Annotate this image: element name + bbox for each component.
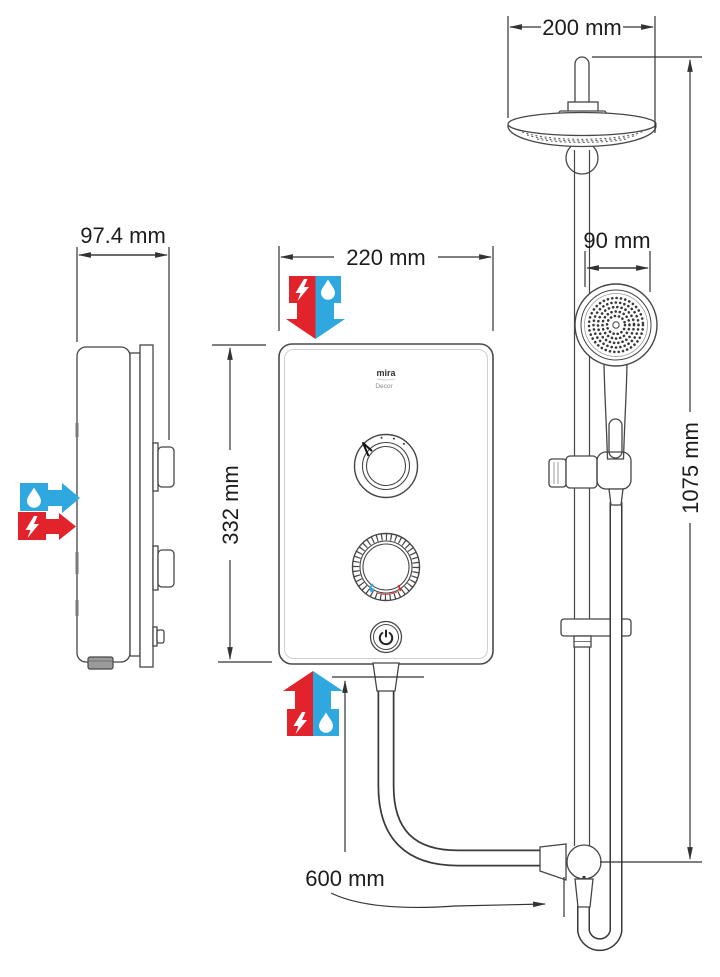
outlet-hose-inner: [379, 663, 545, 865]
logo-script: [376, 378, 396, 381]
electric-arrow-down: [286, 276, 316, 339]
handle-hose-connector: [608, 488, 624, 506]
dial-dot: [380, 436, 383, 439]
temp-tick-ring: [352, 533, 420, 601]
panel-clip: [75, 423, 79, 437]
side-view: [75, 344, 175, 670]
hose-fitting: [539, 843, 567, 881]
flow-knob: [353, 433, 419, 499]
electric-arrow-right: [18, 512, 76, 540]
unit-body: [278, 343, 494, 665]
elbow-connector: [574, 878, 594, 908]
unit-width-label: 220 mm: [346, 245, 425, 270]
model-text: Decor: [375, 383, 393, 390]
dim-overhead-width: 200 mm: [507, 15, 656, 133]
handset-width-label: 90 mm: [583, 228, 650, 253]
dial-dot: [392, 437, 395, 440]
side-front-panel: [76, 346, 131, 663]
power-button: [369, 620, 403, 654]
temp-scale-arc: [376, 591, 398, 595]
side-power-button: [156, 629, 165, 644]
unit-depth-label: 97.4 mm: [80, 223, 166, 248]
spray-dot-rings: [587, 296, 645, 354]
side-flow-knob-base: [152, 442, 159, 492]
dim-hose-length: 600 mm: [305, 676, 565, 917]
side-temp-knob-base: [152, 545, 159, 591]
overhead-width-label: 200 mm: [542, 15, 621, 40]
handset: [548, 283, 658, 506]
panel-clip: [75, 552, 79, 574]
riser-assembly: [372, 56, 658, 952]
side-temp-knob: [157, 549, 175, 588]
side-flow-knob: [157, 446, 175, 488]
supply-inlet-side-icon: [18, 483, 80, 540]
hose-length-label: 600 mm: [305, 866, 384, 891]
side-backplate: [139, 344, 154, 668]
unit-height-label: 332 mm: [218, 465, 243, 544]
side-outlet-fitting: [87, 656, 114, 670]
dim-rail-height: 1075 mm: [592, 56, 703, 863]
handset-hose-inner: [578, 502, 621, 950]
head-center-cap: [612, 321, 620, 329]
overhead-shower-head: [507, 111, 657, 137]
water-arrow-up: [313, 671, 343, 736]
cold-marker: [369, 583, 375, 593]
dim-unit-height: 332 mm: [212, 344, 272, 663]
dim-unit-width: 220 mm: [278, 245, 494, 331]
handset-head: [574, 283, 658, 367]
outlet-hose: [377, 663, 545, 867]
dim-handset-width: 90 mm: [583, 228, 651, 292]
hot-marker: [397, 584, 402, 592]
brand-text: mira: [376, 368, 396, 378]
panel-clip: [75, 600, 79, 616]
power-icon: [378, 629, 394, 646]
dial-dot: [402, 442, 405, 445]
front-view: mira Decor: [278, 343, 494, 665]
supply-inlet-bottom-icon: [283, 671, 343, 736]
handle-grip-window: [608, 418, 623, 459]
spray-nozzles: [517, 129, 647, 140]
elbow-ball-joint: [566, 844, 602, 880]
dim-unit-depth: 97.4 mm: [76, 223, 170, 440]
spray-nozzles: [536, 138, 628, 143]
side-mid-plate: [129, 352, 141, 657]
temp-knob: [351, 532, 421, 602]
spray-nozzles: [526, 134, 638, 142]
electric-arrow-up: [283, 671, 313, 736]
rail-height-label: 1075 mm: [678, 422, 703, 514]
mira-logo: mira Decor: [375, 368, 396, 390]
supply-inlet-top-icon: [286, 276, 345, 339]
knob-pointer: [362, 442, 373, 457]
unit-inner-edge: [284, 349, 488, 659]
holder-body: [565, 455, 598, 489]
